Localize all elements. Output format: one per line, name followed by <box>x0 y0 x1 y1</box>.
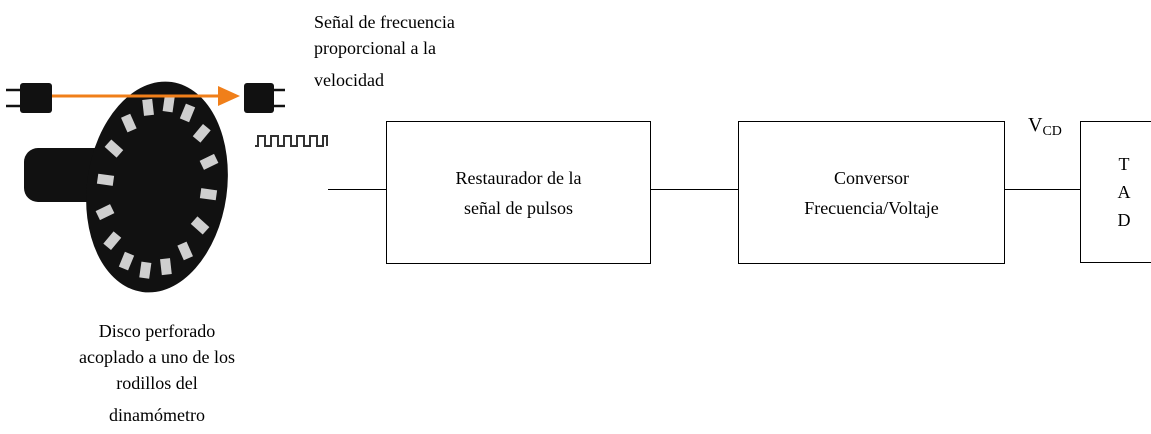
vcd-main: V <box>1028 114 1043 136</box>
disk-hole <box>192 123 211 143</box>
light-emitter-icon <box>6 83 52 113</box>
light-sensor-icon <box>244 83 285 113</box>
perforated-disk-icon <box>86 81 228 293</box>
tad-letter-d: D <box>1117 210 1131 230</box>
disk-hole <box>96 173 115 186</box>
disk-hole <box>139 261 152 279</box>
disk-caption-line-1: Disco perforado <box>98 321 216 341</box>
line-input-to-restaurador <box>328 189 386 190</box>
block-tad: T A D <box>1080 121 1151 263</box>
disk-caption: Disco perforado acoplado a uno de los ro… <box>32 318 282 428</box>
disk-hole <box>118 251 135 271</box>
light-beam-arrow <box>52 86 240 106</box>
disk-hole <box>199 153 219 170</box>
disk-caption-line-2: acoplado a uno de los <box>79 347 235 367</box>
disk-hole <box>162 95 175 113</box>
tad-letter-t: T <box>1118 154 1130 174</box>
pulse-train-icon <box>255 135 328 147</box>
block-restaurador-line-1: Restaurador de la <box>455 167 582 188</box>
disk-caption-line-3: rodillos del <box>116 373 198 393</box>
block-conversor-line-1: Conversor <box>834 167 909 188</box>
disk-hole <box>190 216 210 235</box>
disk-hole <box>199 188 218 201</box>
disk-hole <box>95 204 115 221</box>
disk-hole <box>142 98 154 116</box>
disk-hole <box>160 258 172 276</box>
disk-hole <box>121 113 137 133</box>
block-restaurador-line-2: señal de pulsos <box>464 197 573 218</box>
line-conversor-to-tad <box>1004 189 1080 190</box>
disk-hole <box>104 139 124 158</box>
vcd-label: VCD <box>1028 114 1062 140</box>
disk-caption-line-4: dinamómetro <box>109 405 205 425</box>
disk-hole <box>179 103 196 123</box>
tad-letter-a: A <box>1117 182 1131 202</box>
disk-hole <box>177 241 193 261</box>
signal-label: Señal de frecuencia proporcional a la ve… <box>314 9 455 93</box>
block-restaurador: Restaurador de la señal de pulsos <box>386 121 651 264</box>
block-conversor-line-2: Frecuencia/Voltaje <box>804 197 939 218</box>
signal-label-line-1: Señal de frecuencia <box>314 12 455 32</box>
disk-hole <box>103 231 122 251</box>
line-restaurador-to-conversor <box>650 189 738 190</box>
signal-label-line-3: velocidad <box>314 70 384 90</box>
signal-label-line-2: proporcional a la <box>314 38 436 58</box>
vcd-subscript: CD <box>1042 124 1062 139</box>
block-conversor: Conversor Frecuencia/Voltaje <box>738 121 1005 264</box>
